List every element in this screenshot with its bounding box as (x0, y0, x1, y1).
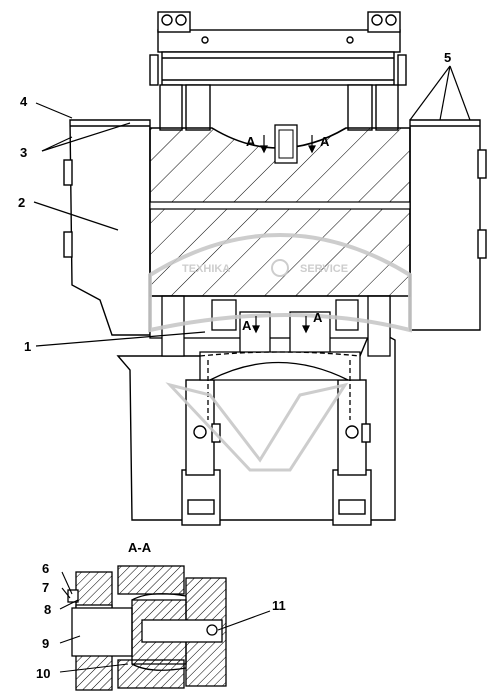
callout-5: 5 (444, 50, 451, 65)
callout-3: 3 (20, 145, 27, 160)
section-mark-top-right: A (320, 134, 330, 149)
leader-lines (33, 65, 471, 347)
callout-7: 7 (42, 580, 49, 595)
left-clamp-arm (63, 119, 151, 336)
callout-9: 9 (42, 636, 49, 651)
detail-leader-lines (59, 571, 271, 673)
right-clamp-arm (409, 119, 487, 331)
callout-4: 4 (20, 94, 28, 109)
hatched-load (149, 124, 411, 297)
callout-2: 2 (18, 195, 25, 210)
section-marks (252, 135, 316, 334)
section-title: A-A (128, 540, 152, 555)
callout-11: 11 (272, 598, 286, 613)
watermark: TEXHIKA SERVICE (148, 233, 412, 472)
section-mark-mid-left: A (242, 318, 252, 333)
callout-1: 1 (24, 339, 31, 354)
section-a-a-detail (67, 565, 227, 691)
watermark-left-word: TEXHIKA (182, 263, 230, 275)
section-mark-top-left: A (246, 134, 256, 149)
callout-10: 10 (36, 666, 50, 681)
watermark-right-word: SERVICE (300, 263, 348, 275)
top-carriage (149, 11, 407, 131)
callout-8: 8 (44, 602, 51, 617)
callout-6: 6 (42, 561, 49, 576)
section-mark-mid-right: A (313, 310, 323, 325)
